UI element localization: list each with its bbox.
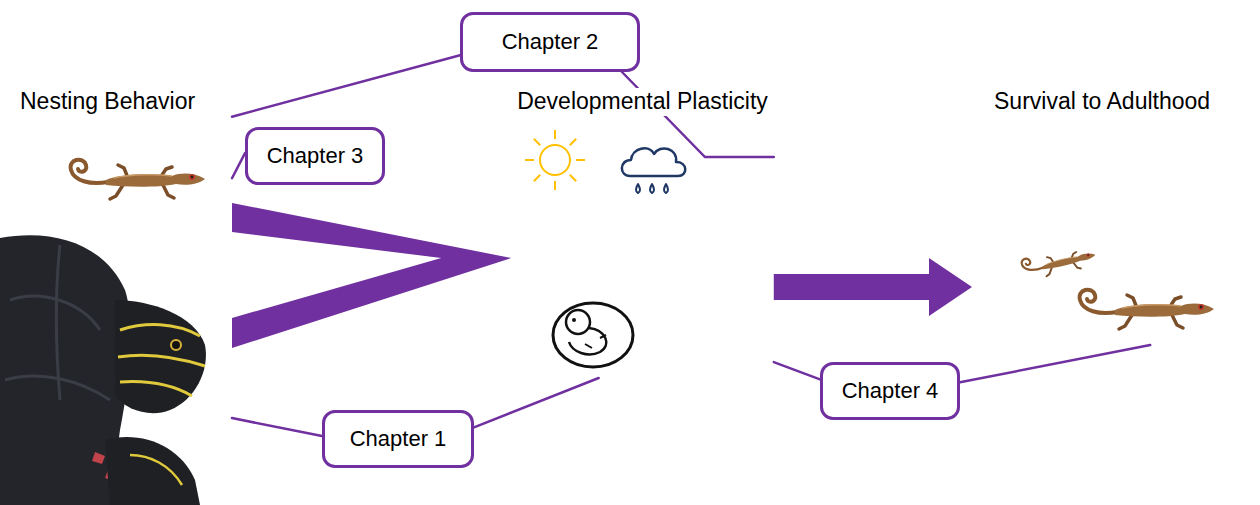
juvenile-lizard xyxy=(1021,244,1098,281)
shell-scutes xyxy=(5,245,110,400)
node-label: Chapter 4 xyxy=(842,378,939,404)
chapter-box: Chapter 4 xyxy=(820,362,960,420)
connector-line xyxy=(232,418,322,436)
egg-embryo-icon xyxy=(553,303,633,367)
node-label: Developmental Plasticity xyxy=(515,88,770,116)
node-label: Survival to Adulthood xyxy=(992,88,1212,116)
leg-stripe xyxy=(130,455,182,485)
connector-line xyxy=(232,153,245,178)
concept-area: Nesting Behavior xyxy=(18,88,232,498)
node-label: Chapter 3 xyxy=(267,143,364,169)
rain-cloud-icon xyxy=(622,148,685,193)
chapter-box: Chapter 1 xyxy=(322,410,474,468)
turtle-leg xyxy=(105,437,200,505)
head-stripes xyxy=(118,325,205,396)
turtle-head xyxy=(115,300,206,413)
nesting-lizard xyxy=(71,160,205,199)
sun-icon xyxy=(525,130,585,190)
adult-lizard xyxy=(1080,290,1214,329)
chevron-arrow xyxy=(232,203,511,348)
turtle-figure xyxy=(0,235,206,505)
node-label: Chapter 1 xyxy=(350,426,447,452)
chapter-box: Chapter 3 xyxy=(245,127,385,185)
block-arrow xyxy=(774,258,972,316)
node-label: Nesting Behavior xyxy=(18,88,197,116)
connector-line xyxy=(960,345,1150,382)
chapter-box: Chapter 2 xyxy=(460,12,640,72)
connector-line xyxy=(774,362,820,379)
turtle-eye xyxy=(171,340,181,350)
concept-area: Developmental Plasticity xyxy=(511,88,774,378)
concept-area: Survival to Adulthood xyxy=(972,88,1242,345)
node-label: Chapter 2 xyxy=(502,29,599,55)
connector-line xyxy=(232,55,460,116)
connector-line xyxy=(474,378,599,427)
